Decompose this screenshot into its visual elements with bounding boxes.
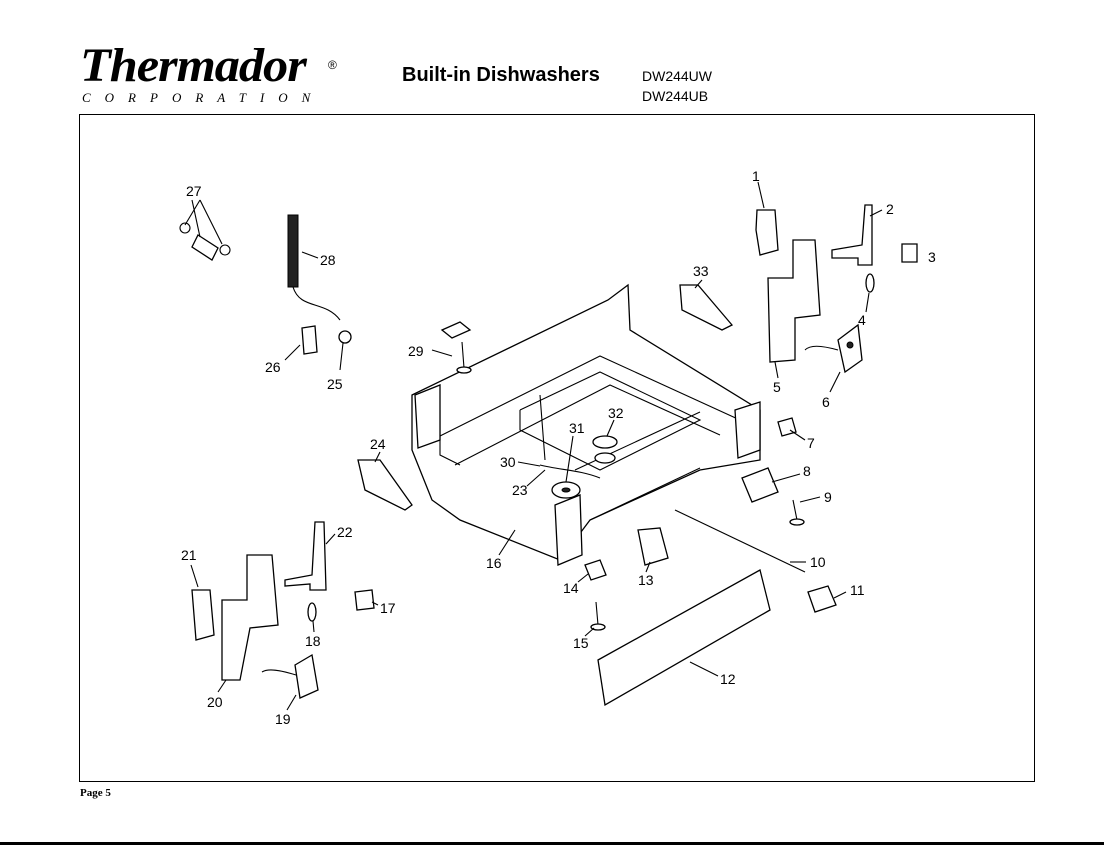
callout-13: 13 (638, 572, 654, 588)
callout-8: 8 (803, 463, 811, 479)
part-drain-hose-28 (287, 214, 352, 344)
part-hose-clamp-27 (179, 222, 231, 261)
part-hinge-19 (261, 653, 319, 699)
part-bracket-2 (831, 204, 873, 266)
callout-29: 29 (408, 343, 424, 359)
part-clip-17 (354, 589, 375, 611)
part-cam-4 (865, 273, 875, 293)
model-number-1: DW244UW (642, 68, 713, 84)
part-hinge-6 (804, 323, 863, 374)
callout-12: 12 (720, 671, 736, 687)
part-side-bracket-5 (767, 239, 821, 363)
part-clip-26 (301, 325, 318, 355)
callout-3: 3 (928, 249, 936, 265)
callout-23: 23 (512, 482, 528, 498)
part-grommet (592, 435, 618, 464)
part-base-frame (411, 283, 761, 566)
callout-27: 27 (186, 183, 202, 199)
part-float (551, 481, 581, 499)
callout-17: 17 (380, 600, 396, 616)
model-number-2: DW244UB (642, 88, 709, 104)
callout-6: 6 (822, 394, 830, 410)
brand-logo: Thermador (80, 39, 307, 92)
part-screw-9 (789, 499, 805, 526)
callout-9: 9 (824, 489, 832, 505)
callout-5: 5 (773, 379, 781, 395)
part-bracket-8 (741, 467, 779, 503)
callout-1: 1 (752, 168, 760, 184)
callout-28: 28 (320, 252, 336, 268)
part-bracket-21 (191, 589, 215, 641)
part-end-cap-11 (807, 585, 837, 613)
callout-15: 15 (573, 635, 589, 651)
part-screw-15 (590, 601, 606, 631)
page-number: Page 5 (80, 787, 111, 799)
corporation-label: CORPORATION (82, 90, 325, 105)
part-clip-14 (584, 559, 607, 581)
callout-22: 22 (337, 524, 353, 540)
callout-16: 16 (486, 555, 502, 571)
part-side-bracket-20 (221, 554, 279, 681)
part-toe-panel-12 (597, 569, 771, 707)
part-valve-13 (637, 527, 669, 566)
bottom-rule (0, 842, 1104, 845)
part-clip-7 (777, 417, 797, 437)
part-cam-18 (307, 602, 317, 622)
callout-14: 14 (563, 580, 579, 596)
callout-2: 2 (886, 201, 894, 217)
callout-20: 20 (207, 694, 223, 710)
part-rod-10 (674, 509, 806, 573)
part-bracket-1 (755, 209, 779, 256)
callout-10: 10 (810, 554, 826, 570)
part-clip-3 (901, 243, 918, 263)
part-wire (539, 464, 601, 479)
callout-11: 11 (850, 582, 865, 598)
callout-19: 19 (275, 711, 291, 727)
diagram-frame (79, 114, 1035, 782)
part-rail-24 (357, 459, 413, 511)
part-bracket-22 (284, 521, 327, 591)
callout-33: 33 (693, 263, 709, 279)
part-rail-33 (679, 284, 734, 331)
callout-25: 25 (327, 376, 343, 392)
callout-26: 26 (265, 359, 281, 375)
callout-18: 18 (305, 633, 321, 649)
callout-31: 31 (569, 420, 585, 436)
leader-lines (184, 181, 883, 711)
registered-mark: ® (328, 58, 337, 72)
callout-21: 21 (181, 547, 197, 563)
part-screw-29 (440, 321, 472, 374)
callout-30: 30 (500, 454, 516, 470)
page-title: Built-in Dishwashers (402, 64, 600, 86)
callout-4: 4 (858, 312, 866, 328)
callout-7: 7 (807, 435, 815, 451)
callout-32: 32 (608, 405, 624, 421)
callout-24: 24 (370, 436, 386, 452)
